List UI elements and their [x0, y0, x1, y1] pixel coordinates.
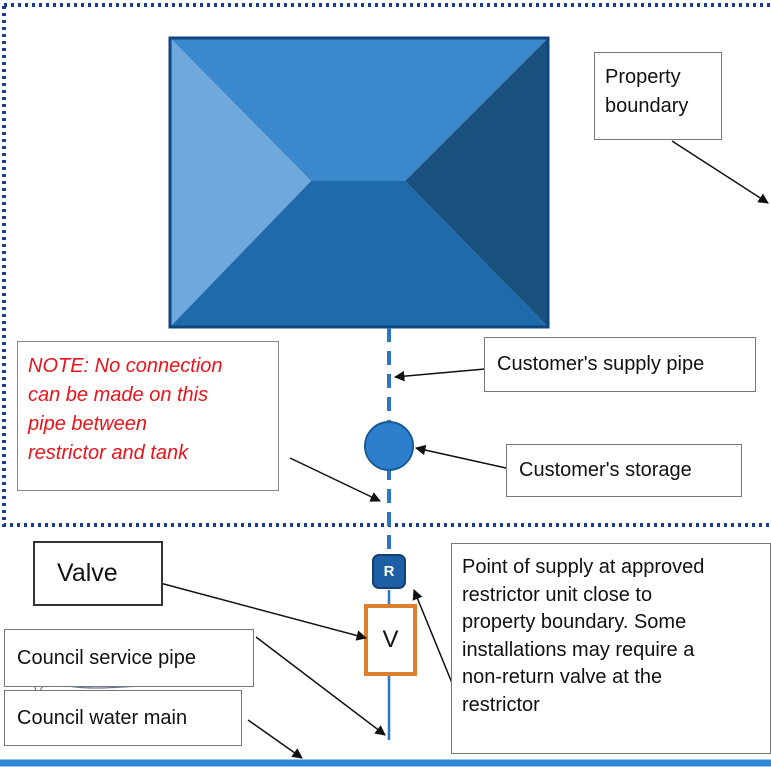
label-council-water-main: Council water main [4, 690, 242, 746]
label-customer-storage: Customer's storage [506, 444, 742, 497]
arrow-point-of-supply [412, 589, 453, 684]
label-valve: Valve [33, 541, 163, 606]
valve-letter: V [382, 626, 399, 653]
arrow-supply-pipe [393, 368, 486, 382]
restrictor-letter: R [383, 563, 395, 580]
arrow-water-main [247, 719, 303, 759]
valve-symbol [364, 604, 417, 676]
label-customer-supply-pipe: Customer's supply pipe [484, 337, 756, 392]
label-council-service-pipe: Council service pipe [4, 629, 254, 687]
arrow-note [289, 457, 381, 502]
arrow-service-pipe [255, 636, 386, 736]
storage-symbol [364, 421, 414, 471]
tank [168, 36, 550, 329]
arrow-property-boundary [671, 140, 769, 204]
arrow-valve [159, 582, 368, 641]
label-property-boundary: Property boundary [594, 52, 722, 140]
arrow-storage [414, 444, 507, 469]
restrictor-symbol [372, 554, 406, 589]
note-no-connection: NOTE: No connection can be made on this … [17, 341, 279, 491]
label-point-of-supply: Point of supply at approved restrictor u… [451, 543, 771, 754]
